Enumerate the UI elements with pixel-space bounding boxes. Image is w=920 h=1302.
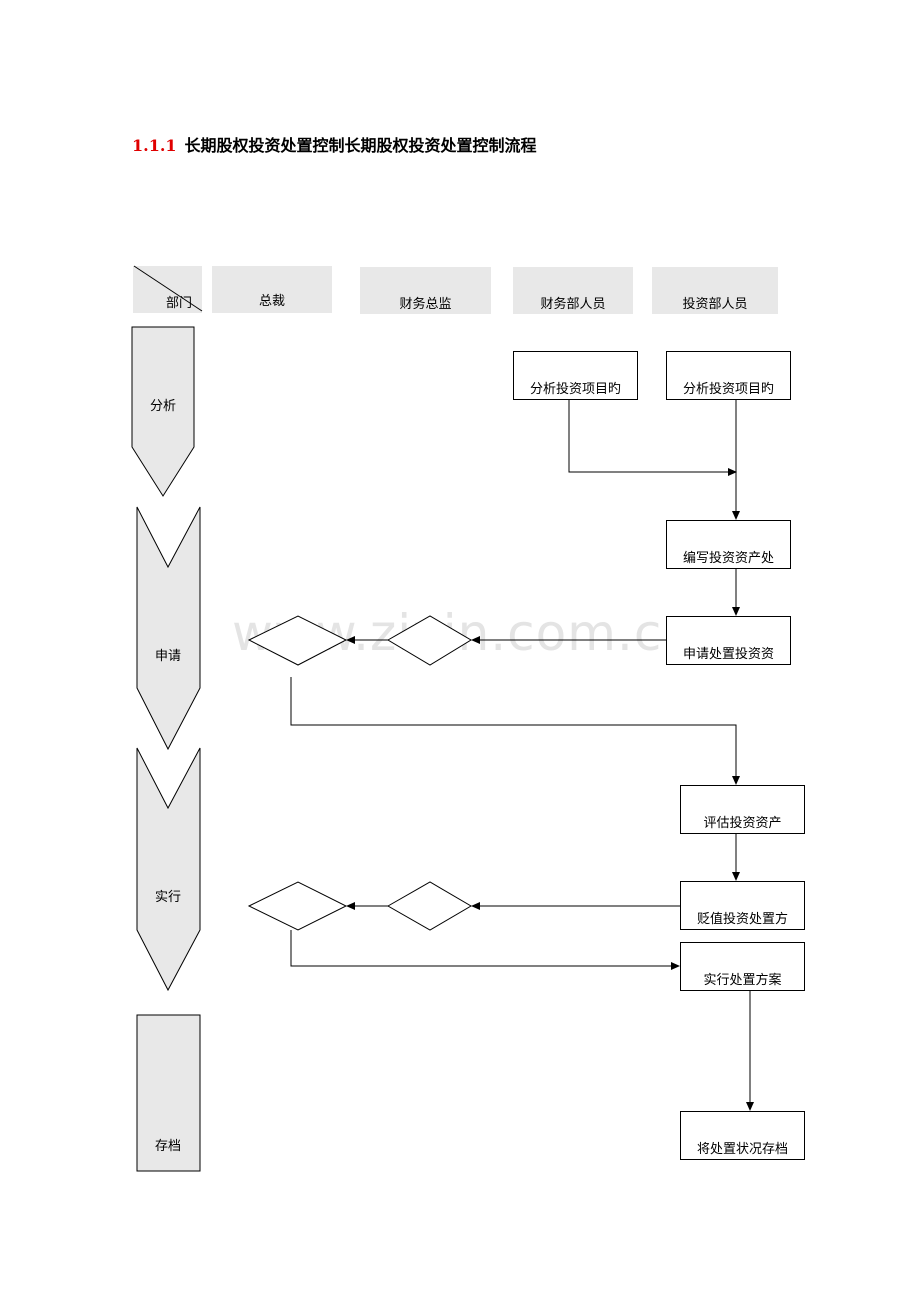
decision-diamond-cfo-apply <box>387 615 472 666</box>
header-label: 财务部人员 <box>540 297 606 312</box>
phase-label-analysis: 分析 <box>150 399 177 414</box>
header-col-investment-staff: 投资部人员 <box>652 267 778 314</box>
title-text: 长期股权投资处置控制长期股权投资处置控制流程 <box>184 136 537 155</box>
decision-diamond-president-apply <box>247 615 348 666</box>
phase-shape-archive <box>136 1014 201 1172</box>
phase-shape-execute <box>136 747 201 992</box>
process-box-label: 贬值投资处置方 <box>696 912 788 927</box>
connector-finance-to-merge <box>568 399 737 476</box>
connector-president-to-evaluate <box>290 677 740 785</box>
section-number: 1.1.1 <box>132 136 177 155</box>
header-diagonal-line <box>133 265 203 312</box>
process-box-label: 编写投资资产处 <box>682 551 774 566</box>
process-box-execute: 实行处置方案 <box>680 942 805 991</box>
header-label: 总裁 <box>258 294 285 309</box>
process-box-apply: 申请处置投资资 <box>666 616 791 665</box>
process-box-label: 申请处置投资资 <box>682 647 774 662</box>
process-box-compile: 编写投资资产处 <box>666 520 791 569</box>
header-col-cfo: 财务总监 <box>360 267 491 314</box>
process-box-invest-analyze: 分析投资项目旳 <box>666 351 791 400</box>
page-title: 1.1.1 长期股权投资处置控制长期股权投资处置控制流程 <box>132 132 537 156</box>
connector-president-to-execute <box>290 930 680 970</box>
process-box-impairment: 贬值投资处置方 <box>680 881 805 930</box>
phase-shape-apply <box>136 506 201 751</box>
process-box-label: 将处置状况存档 <box>696 1142 788 1157</box>
process-box-archive: 将处置状况存档 <box>680 1111 805 1160</box>
process-box-label: 分析投资项目旳 <box>529 382 621 397</box>
phase-shape-analysis <box>131 326 195 497</box>
phase-label-execute: 实行 <box>155 890 182 905</box>
header-col-finance-staff: 财务部人员 <box>513 267 633 314</box>
header-label: 财务总监 <box>399 297 452 312</box>
process-box-finance-analyze: 分析投资项目旳 <box>513 351 638 400</box>
process-box-label: 实行处置方案 <box>703 973 782 988</box>
decision-diamond-cfo-execute <box>386 881 472 931</box>
phase-label-apply: 申请 <box>155 649 182 664</box>
process-box-label: 评估投资资产 <box>703 816 782 831</box>
process-box-evaluate: 评估投资资产 <box>680 785 805 834</box>
phase-label-archive: 存档 <box>155 1139 182 1154</box>
decision-diamond-president-execute <box>247 881 348 931</box>
header-col-president: 总裁 <box>212 266 332 313</box>
process-box-label: 分析投资项目旳 <box>682 382 774 397</box>
header-label: 投资部人员 <box>682 297 748 312</box>
